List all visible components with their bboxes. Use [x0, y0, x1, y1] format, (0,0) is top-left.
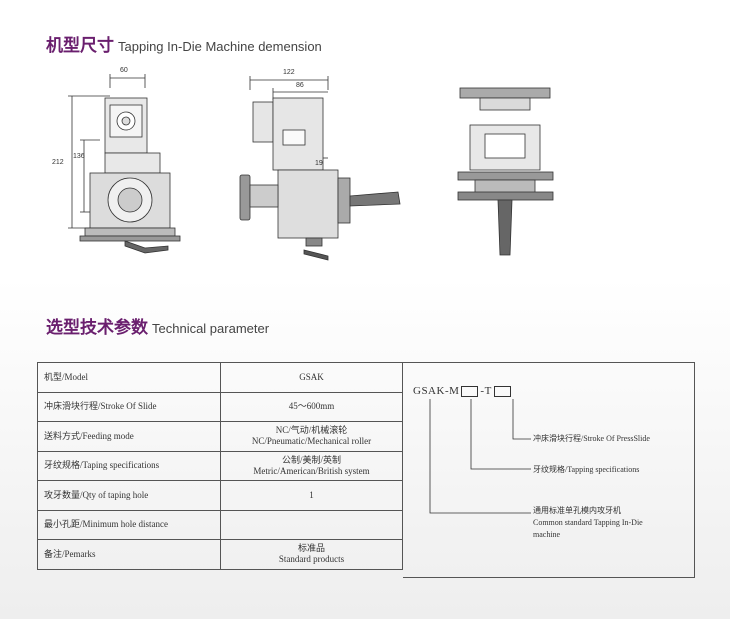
- row-value: 45～600mm: [220, 391, 403, 422]
- row-label: 机型/Model: [37, 362, 221, 393]
- value-line-1: 标准品: [297, 543, 325, 554]
- drawing-title-cn: 机型尺寸: [46, 36, 114, 56]
- value-line-2: Standard products: [278, 554, 345, 565]
- value-line-2: NC/Pneumatic/Mechanical roller: [251, 436, 372, 447]
- value-line-1: 45～600mm: [288, 401, 335, 412]
- value-line-1: NC/气动/机械滚轮: [275, 425, 348, 436]
- model-code-separator: -T: [480, 385, 492, 397]
- row-label: 送料方式/Feeding mode: [37, 421, 221, 452]
- drawing-section-title: 机型尺寸 Tapping In-Die Machine demension: [46, 31, 322, 56]
- row-label: 备注/Pemarks: [37, 539, 221, 570]
- row-value: 1: [220, 480, 403, 511]
- row-label: 攻牙数量/Qty of taping hole: [37, 480, 221, 511]
- value-line-1: GSAK: [299, 371, 324, 382]
- dim-122: 122: [283, 69, 295, 76]
- dim-86: 86: [296, 82, 304, 89]
- row-label: 冲床滑块行程/Stroke Of Slide: [37, 391, 221, 422]
- tap-spec-slot: [461, 385, 479, 397]
- dim-60: 60: [120, 67, 128, 74]
- table-row: 机型/Model GSAK: [37, 362, 403, 393]
- stroke-slot: [493, 385, 511, 397]
- side-view-drawing: 122 86 19: [239, 69, 401, 261]
- annotation-tapping: 牙纹规格/Tapping specifications: [533, 465, 640, 474]
- dim-212: 212: [52, 159, 64, 166]
- value-line-1: 1: [309, 489, 314, 500]
- parameter-section-title: 选型技术参数 Technical parameter: [46, 313, 269, 338]
- table-row: 冲床滑块行程/Stroke Of Slide 45～600mm: [37, 391, 403, 422]
- row-label: 最小孔距/Minimum hole distance: [37, 509, 221, 540]
- annotation-common-en2: machine: [533, 530, 561, 539]
- front-view-drawing: 60 212 136: [52, 67, 181, 254]
- spec-table: 机型/Model GSAK 冲床滑块行程/Stroke Of Slide 45～…: [37, 362, 403, 570]
- dim-19: 19: [315, 160, 323, 167]
- row-label: 牙纹规格/Taping specifications: [37, 450, 221, 481]
- model-code-box: GSAK-M -T 冲床滑块行程/Stroke Of PressSlide 牙纹规…: [403, 362, 695, 578]
- value-line-2: Metric/American/British system: [253, 465, 370, 476]
- leader-lines: [429, 399, 531, 514]
- model-code: GSAK-M -T: [413, 385, 513, 397]
- drawing-title-en: Tapping In-Die Machine demension: [118, 39, 322, 54]
- top-view-drawing: [457, 87, 554, 256]
- table-row: 攻牙数量/Qty of taping hole 1: [37, 480, 403, 511]
- value-line-1: 公制/美制/英制: [281, 454, 341, 465]
- dim-136: 136: [73, 153, 85, 160]
- parameter-title-en: Technical parameter: [152, 321, 270, 336]
- row-value: [220, 509, 403, 540]
- annotation-stroke: 冲床滑块行程/Stroke Of PressSlide: [533, 434, 650, 443]
- parameter-title-cn: 选型技术参数: [46, 318, 148, 338]
- row-value: GSAK: [220, 362, 403, 393]
- model-code-prefix: GSAK-M: [413, 385, 460, 397]
- table-row: 最小孔距/Minimum hole distance: [37, 509, 403, 540]
- annotation-common-cn: 通用标准单孔模内攻牙机: [533, 506, 621, 515]
- annotation-common-en1: Common standard Tapping In-Die: [533, 518, 643, 527]
